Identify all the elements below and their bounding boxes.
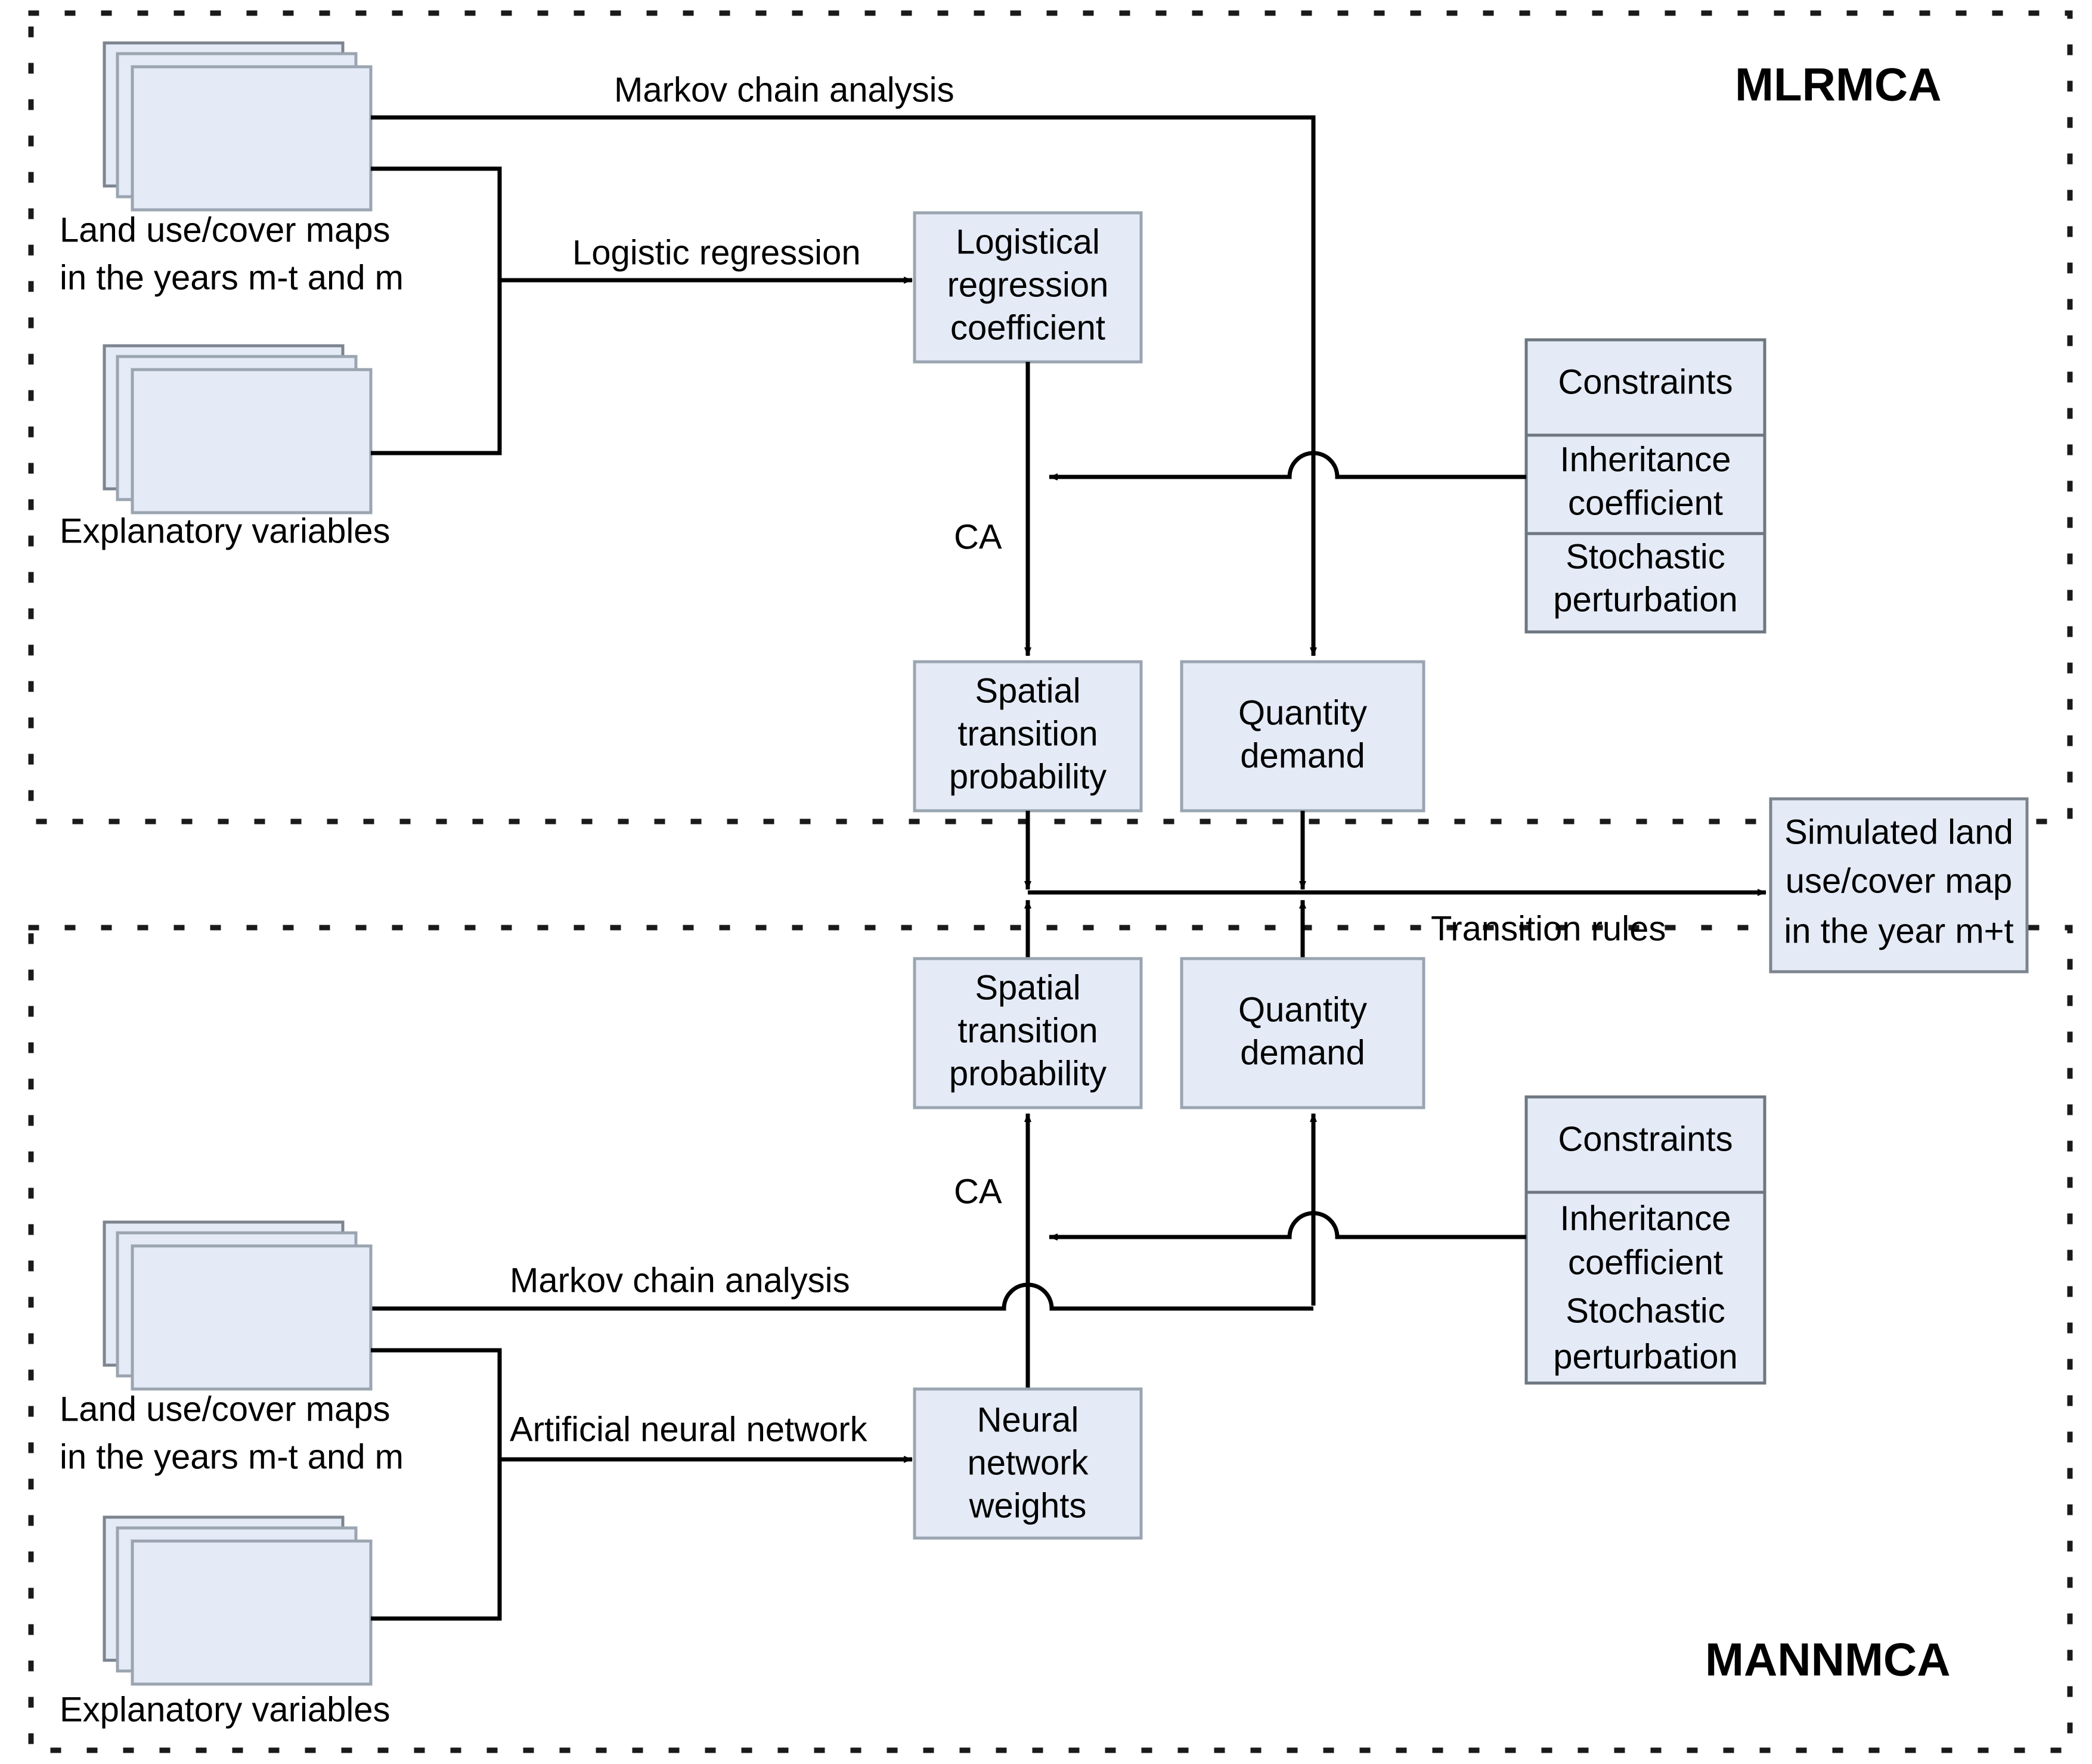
edge-label-markov-top: Markov chain analysis	[614, 70, 954, 109]
box-line: Spatial	[975, 968, 1080, 1007]
box-line: network	[967, 1443, 1089, 1482]
edge-label-markov-bottom: Markov chain analysis	[510, 1261, 850, 1300]
edge-label-artificial-neural-network: Artificial neural network	[510, 1410, 868, 1449]
box-line: Logistical	[956, 222, 1100, 261]
box-line: Neural	[977, 1400, 1079, 1439]
box-logistical-regression-coefficient: Logistical regression coefficient	[913, 211, 1143, 364]
edge-constraints-top	[1049, 451, 1526, 480]
map-stack-explanatory-bottom	[103, 1515, 373, 1686]
edge-label-ca-bottom: CA	[954, 1172, 1002, 1211]
box-simulated-output: Simulated land use/cover map in the year…	[1769, 797, 2029, 974]
box-quantity-demand-bottom: Quantity demand	[1180, 957, 1425, 1109]
constraints-title: Constraints	[1558, 362, 1733, 401]
box-constraints-bottom: Constraints Inheritance coefficient Stoc…	[1524, 1095, 1766, 1385]
box-line: Simulated land	[1784, 813, 2013, 851]
edge-markov-top	[371, 115, 1317, 656]
box-spatial-transition-probability-bottom: Spatial transition probability	[913, 957, 1143, 1109]
constraints-line: perturbation	[1553, 1337, 1738, 1376]
landuse-maps-caption-line1-bottom: Land use/cover maps	[60, 1390, 390, 1428]
edge-label-transition-rules: Transition rules	[1431, 909, 1666, 948]
edge-merge-bottom	[371, 1348, 502, 1621]
box-line: Quantity	[1238, 990, 1367, 1029]
landuse-maps-caption-line2-bottom: in the years m-t and m	[60, 1437, 404, 1476]
constraints-line: coefficient	[1568, 1243, 1723, 1282]
landuse-maps-caption-line1-top: Land use/cover maps	[60, 210, 390, 249]
box-line: probability	[949, 757, 1107, 796]
map-stack-explanatory-top	[103, 344, 373, 514]
panel-title-mannmca: MANNMCA	[1705, 1633, 1951, 1686]
panel-title-mlrmca: MLRMCA	[1735, 58, 1942, 111]
box-line: weights	[969, 1486, 1087, 1525]
constraints-line: Stochastic	[1566, 537, 1725, 576]
constraints-title: Constraints	[1558, 1120, 1733, 1158]
panel-border-mlrmca	[28, 10, 2073, 824]
explanatory-vars-caption-bottom: Explanatory variables	[60, 1690, 390, 1729]
box-spatial-transition-probability-top: Spatial transition probability	[913, 660, 1143, 813]
landuse-maps-caption-line2-top: in the years m-t and m	[60, 258, 404, 297]
box-line: Quantity	[1238, 693, 1367, 732]
edge-markov-bottom	[371, 1282, 1313, 1311]
edge-label-ca-top: CA	[954, 517, 1002, 556]
box-line: in the year m+t	[1784, 912, 2013, 950]
panel-border-mannmca	[28, 925, 2073, 1753]
map-stack-landuse-bottom	[103, 1220, 373, 1391]
box-line: probability	[949, 1054, 1107, 1093]
constraints-line: Inheritance	[1560, 1199, 1731, 1238]
explanatory-vars-caption-top: Explanatory variables	[60, 511, 390, 550]
constraints-line: Stochastic	[1566, 1291, 1725, 1330]
box-line: Spatial	[975, 671, 1080, 710]
box-line: coefficient	[950, 308, 1105, 347]
box-line: regression	[947, 265, 1109, 304]
box-neural-network-weights: Neural network weights	[913, 1387, 1143, 1540]
edge-merge-top	[371, 166, 502, 455]
constraints-line: coefficient	[1568, 483, 1723, 522]
box-constraints-top: Constraints Inheritance coefficient Stoc…	[1524, 338, 1766, 634]
edge-label-logistic-regression: Logistic regression	[572, 233, 861, 272]
box-line: transition	[957, 714, 1098, 753]
constraints-line: perturbation	[1553, 580, 1738, 619]
edge-constraints-bottom	[1049, 1211, 1526, 1241]
box-line: use/cover map	[1786, 861, 2012, 900]
box-line: demand	[1240, 736, 1365, 775]
box-quantity-demand-top: Quantity demand	[1180, 660, 1425, 813]
box-line: demand	[1240, 1033, 1365, 1072]
map-stack-landuse-top	[103, 41, 373, 212]
constraints-line: Inheritance	[1560, 440, 1731, 479]
box-line: transition	[957, 1011, 1098, 1050]
